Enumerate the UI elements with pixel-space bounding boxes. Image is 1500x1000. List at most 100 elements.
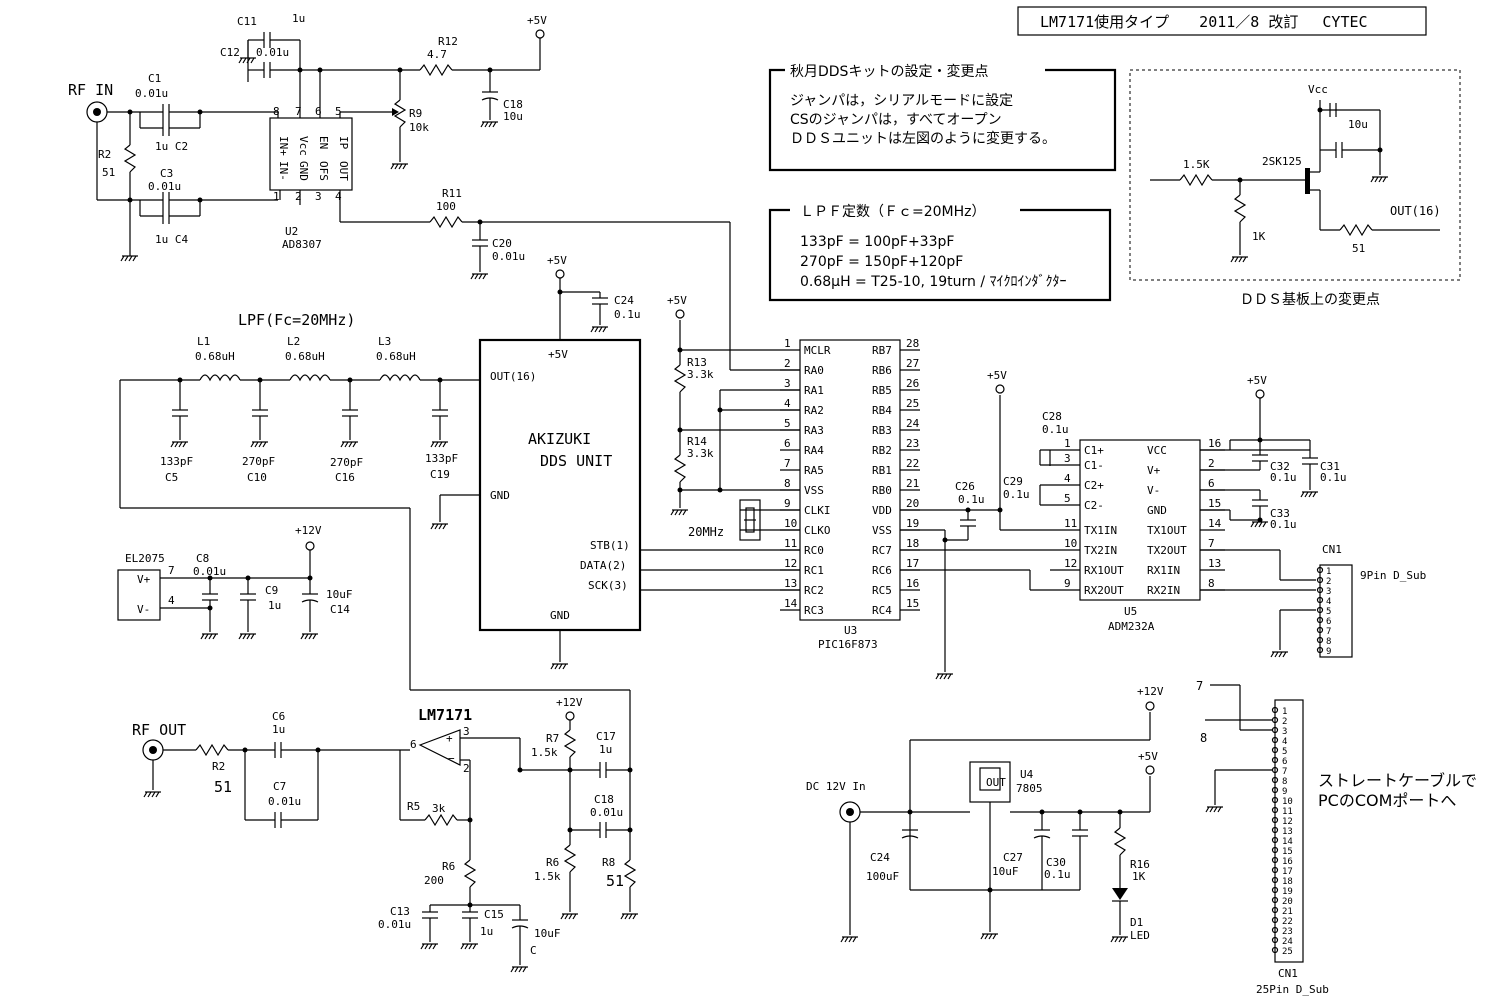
dds-unit: AKIZUKI DDS UNIT +5V OUT(16) GND STB(1) … — [439, 254, 642, 662]
svg-text:3.3k: 3.3k — [687, 447, 714, 460]
svg-text:100: 100 — [436, 200, 456, 213]
svg-text:DATA(2): DATA(2) — [580, 559, 626, 572]
svg-text:0.68uH: 0.68uH — [285, 350, 325, 363]
svg-text:C12: C12 — [220, 46, 240, 59]
pic-pin-name: RA4 — [804, 444, 824, 457]
svg-text:C5: C5 — [165, 471, 178, 484]
pic-pin-name: RA2 — [804, 404, 824, 417]
svg-text:7: 7 — [168, 564, 175, 577]
pic-pin-name: RC0 — [804, 544, 824, 557]
svg-text:51: 51 — [1352, 242, 1365, 255]
db25-pin: 15 — [1282, 847, 1293, 857]
svg-text:0.01u: 0.01u — [148, 180, 181, 193]
pic-pin-num: 15 — [906, 597, 919, 610]
svg-text:+: + — [446, 732, 453, 745]
adm-pin-num: 11 — [1064, 517, 1077, 530]
db9-pin: 3 — [1326, 587, 1331, 597]
svg-text:R14: R14 — [687, 435, 707, 448]
db25-pin: 7 — [1282, 767, 1287, 777]
lpf-line-2: 270pF = 150pF+120pF — [800, 254, 963, 270]
pic-pin-num: 4 — [784, 397, 791, 410]
pic-pin-name: RA5 — [804, 464, 824, 477]
rf-in-label: RF IN — [68, 81, 113, 99]
db9-pin: 6 — [1326, 617, 1331, 627]
svg-text:Vcc: Vcc — [1308, 83, 1328, 96]
svg-text:0.01u: 0.01u — [268, 795, 301, 808]
pic-pin-num: 12 — [784, 557, 797, 570]
pic-pin-num: 16 — [906, 577, 919, 590]
pic-pin-num: 24 — [906, 417, 920, 430]
pic-pin-name: CLKI — [804, 504, 831, 517]
akizuki-line-2: CSのジャンパは，すべてオープン — [790, 112, 1002, 128]
adm-pin-num: 9 — [1064, 577, 1071, 590]
svg-text:3.3k: 3.3k — [687, 368, 714, 381]
svg-text:R2: R2 — [212, 760, 225, 773]
svg-text:R7: R7 — [546, 732, 559, 745]
adm-pin-name: V+ — [1147, 464, 1161, 477]
svg-text:5: 5 — [335, 105, 342, 118]
pic-pin-name: MCLR — [804, 344, 831, 357]
svg-text:−: − — [448, 752, 455, 765]
pic-pin-num: 27 — [906, 357, 919, 370]
svg-text:C33: C33 — [1270, 507, 1290, 520]
svg-text:1u: 1u — [480, 925, 493, 938]
pic-pin-name: RB6 — [872, 364, 892, 377]
adm-pin-name: C1+ — [1084, 444, 1104, 457]
svg-text:1K: 1K — [1252, 230, 1266, 243]
db25-pin: 12 — [1282, 817, 1293, 827]
pic-pin-num: 19 — [906, 517, 919, 530]
svg-text:C30: C30 — [1046, 856, 1066, 869]
db25-pin: 8 — [1282, 777, 1287, 787]
svg-text:C28: C28 — [1042, 410, 1062, 423]
pic-pin-name: RA1 — [804, 384, 824, 397]
pic-pin-name: VDD — [872, 504, 892, 517]
svg-text:C31: C31 — [1320, 460, 1340, 473]
db25-pin: 1 — [1282, 707, 1287, 717]
pic-pin-num: 14 — [784, 597, 798, 610]
svg-text:L2: L2 — [287, 335, 300, 348]
svg-text:GND: GND — [550, 609, 570, 622]
svg-text:1u C2: 1u C2 — [155, 140, 188, 153]
adm-pin-num: 10 — [1064, 537, 1077, 550]
db25-pin: 13 — [1282, 827, 1293, 837]
db9-pin: 7 — [1326, 627, 1331, 637]
svg-text:1u: 1u — [599, 743, 612, 756]
svg-text:0.01u: 0.01u — [193, 565, 226, 578]
pic-pin-name: RB5 — [872, 384, 892, 397]
pic-pin-num: 13 — [784, 577, 797, 590]
svg-text:0.68uH: 0.68uH — [376, 350, 416, 363]
svg-text:7805: 7805 — [1016, 782, 1043, 795]
svg-text:D1: D1 — [1130, 916, 1143, 929]
adm-pin-num: 13 — [1208, 557, 1221, 570]
svg-text:C14: C14 — [330, 603, 350, 616]
adm-pin-name: RX1IN — [1147, 564, 1180, 577]
svg-text:U3: U3 — [844, 624, 857, 637]
svg-text:1.5k: 1.5k — [531, 746, 558, 759]
svg-text:C: C — [530, 944, 537, 957]
svg-text:3: 3 — [315, 190, 322, 203]
svg-text:0.01u: 0.01u — [256, 46, 289, 59]
pic-pin-name: RB0 — [872, 484, 892, 497]
svg-text:CN1: CN1 — [1322, 543, 1342, 556]
pic-pin-num: 3 — [784, 377, 791, 390]
svg-text:C10: C10 — [247, 471, 267, 484]
adm-pin-name: C1- — [1084, 459, 1104, 472]
u2-ref: U2 — [285, 225, 298, 238]
svg-text:R12: R12 — [438, 35, 458, 48]
lpf-line-1: 133pF = 100pF+33pF — [800, 234, 954, 250]
ad8307-section: RF IN R2 51 C1 0.01u 1u C2 C3 0.01u 1u C… — [68, 12, 800, 371]
el2075-label: EL2075 — [125, 552, 165, 565]
svg-text:SCK(3): SCK(3) — [588, 579, 628, 592]
svg-text:R13: R13 — [687, 356, 707, 369]
adm-pin-num: 14 — [1208, 517, 1222, 530]
pic-pin-num: 10 — [784, 517, 797, 530]
svg-text:EN: EN — [317, 136, 330, 149]
db9-pin: 8 — [1326, 637, 1331, 647]
svg-text:10uF: 10uF — [326, 588, 353, 601]
svg-text:+5V: +5V — [1138, 750, 1158, 763]
lpf-note-box: ＬＰＦ定数（Ｆｃ=20MHz） 133pF = 100pF+33pF 270pF… — [768, 204, 1112, 302]
svg-text:10uF: 10uF — [534, 927, 561, 940]
pic-pin-name: VSS — [804, 484, 824, 497]
